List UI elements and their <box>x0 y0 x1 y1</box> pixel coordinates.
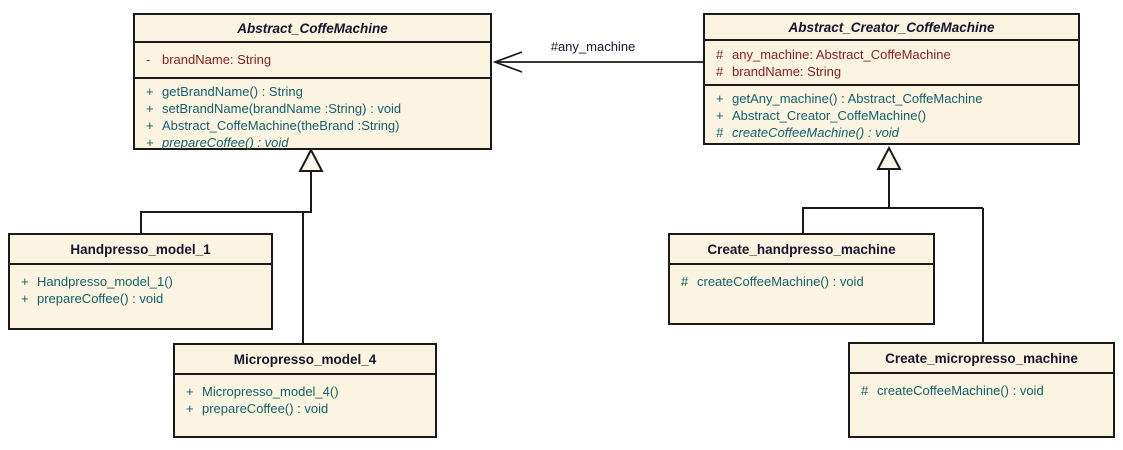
visibility-marker: + <box>146 135 154 150</box>
attributes-compartment: - brandName: String <box>135 43 490 79</box>
method-signature: Abstract_CoffeMachine(theBrand :String) <box>162 118 400 133</box>
attributes-compartment: # any_machine: Abstract_CoffeMachine # b… <box>705 41 1078 86</box>
attribute-row: # brandName: String <box>705 63 1078 80</box>
visibility-marker: - <box>146 52 151 67</box>
attribute-row: - brandName: String <box>135 51 490 68</box>
association-arrow-any-machine <box>492 51 703 73</box>
class-title: Create_handpresso_machine <box>670 235 933 265</box>
method-row: + Micropresso_model_4() <box>175 383 435 400</box>
method-signature: prepareCoffee() : void <box>202 401 329 416</box>
visibility-marker: + <box>146 101 154 116</box>
visibility-marker: # <box>716 64 724 79</box>
visibility-marker: # <box>861 383 869 398</box>
method-row-abstract: # createCoffeeMachine() : void <box>705 124 1078 141</box>
method-signature: setBrandName(brandName :String) : void <box>162 101 402 116</box>
method-signature: createCoffeeMachine() : void <box>697 274 864 289</box>
attribute-signature: brandName: String <box>162 52 272 67</box>
association-label-any-machine: #any_machine <box>550 39 636 54</box>
class-title: Handpresso_model_1 <box>10 235 271 265</box>
class-abstract-coffemachine: Abstract_CoffeMachine - brandName: Strin… <box>133 13 492 150</box>
method-signature: prepareCoffee() : void <box>37 291 164 306</box>
class-micropresso-model-4: Micropresso_model_4 + Micropresso_model_… <box>173 343 437 438</box>
methods-compartment: + getAny_machine() : Abstract_CoffeMachi… <box>705 86 1078 143</box>
method-signature: prepareCoffee() : void <box>162 135 289 150</box>
class-title: Abstract_Creator_CoffeMachine <box>705 15 1078 41</box>
methods-compartment: + Micropresso_model_4() + prepareCoffee(… <box>175 375 435 436</box>
method-signature: createCoffeeMachine() : void <box>732 125 899 140</box>
visibility-marker: # <box>716 47 724 62</box>
class-handpresso-model-1: Handpresso_model_1 + Handpresso_model_1(… <box>8 233 273 330</box>
method-signature: getAny_machine() : Abstract_CoffeMachine <box>732 91 983 106</box>
method-row: + Handpresso_model_1() <box>10 273 271 290</box>
class-title: Abstract_CoffeMachine <box>135 15 490 43</box>
attribute-row: # any_machine: Abstract_CoffeMachine <box>705 46 1078 63</box>
generalization-arrow-right <box>802 145 984 343</box>
attribute-signature: brandName: String <box>732 64 842 79</box>
visibility-marker: + <box>716 108 724 123</box>
method-row: + getBrandName() : String <box>135 83 490 100</box>
attribute-signature: any_machine: Abstract_CoffeMachine <box>732 47 951 62</box>
class-create-micropresso-machine: Create_micropresso_machine # createCoffe… <box>848 342 1115 438</box>
visibility-marker: + <box>146 118 154 133</box>
visibility-marker: + <box>186 401 194 416</box>
method-row-abstract: + prepareCoffee() : void <box>135 134 490 151</box>
method-signature: createCoffeeMachine() : void <box>877 383 1044 398</box>
method-row: + Abstract_CoffeMachine(theBrand :String… <box>135 117 490 134</box>
generalization-arrow-left <box>140 147 324 344</box>
method-signature: Abstract_Creator_CoffeMachine() <box>732 108 927 123</box>
visibility-marker: + <box>21 274 29 289</box>
methods-compartment: + Handpresso_model_1() + prepareCoffee()… <box>10 265 271 328</box>
class-title: Micropresso_model_4 <box>175 345 435 375</box>
method-row: + prepareCoffee() : void <box>175 400 435 417</box>
methods-compartment: + getBrandName() : String + setBrandName… <box>135 79 490 151</box>
method-row: # createCoffeeMachine() : void <box>670 273 933 290</box>
class-abstract-creator-coffemachine: Abstract_Creator_CoffeMachine # any_mach… <box>703 13 1080 145</box>
visibility-marker: + <box>716 91 724 106</box>
class-create-handpresso-machine: Create_handpresso_machine # createCoffee… <box>668 233 935 325</box>
methods-compartment: # createCoffeeMachine() : void <box>670 265 933 323</box>
visibility-marker: + <box>21 291 29 306</box>
method-row: + setBrandName(brandName :String) : void <box>135 100 490 117</box>
visibility-marker: + <box>186 384 194 399</box>
visibility-marker: # <box>681 274 689 289</box>
visibility-marker: + <box>146 84 154 99</box>
method-signature: Handpresso_model_1() <box>37 274 173 289</box>
visibility-marker: # <box>716 125 724 140</box>
class-title: Create_micropresso_machine <box>850 344 1113 374</box>
method-row: # createCoffeeMachine() : void <box>850 382 1113 399</box>
method-signature: Micropresso_model_4() <box>202 384 339 399</box>
method-row: + prepareCoffee() : void <box>10 290 271 307</box>
methods-compartment: # createCoffeeMachine() : void <box>850 374 1113 436</box>
method-row: + Abstract_Creator_CoffeMachine() <box>705 107 1078 124</box>
method-signature: getBrandName() : String <box>162 84 303 99</box>
method-row: + getAny_machine() : Abstract_CoffeMachi… <box>705 90 1078 107</box>
